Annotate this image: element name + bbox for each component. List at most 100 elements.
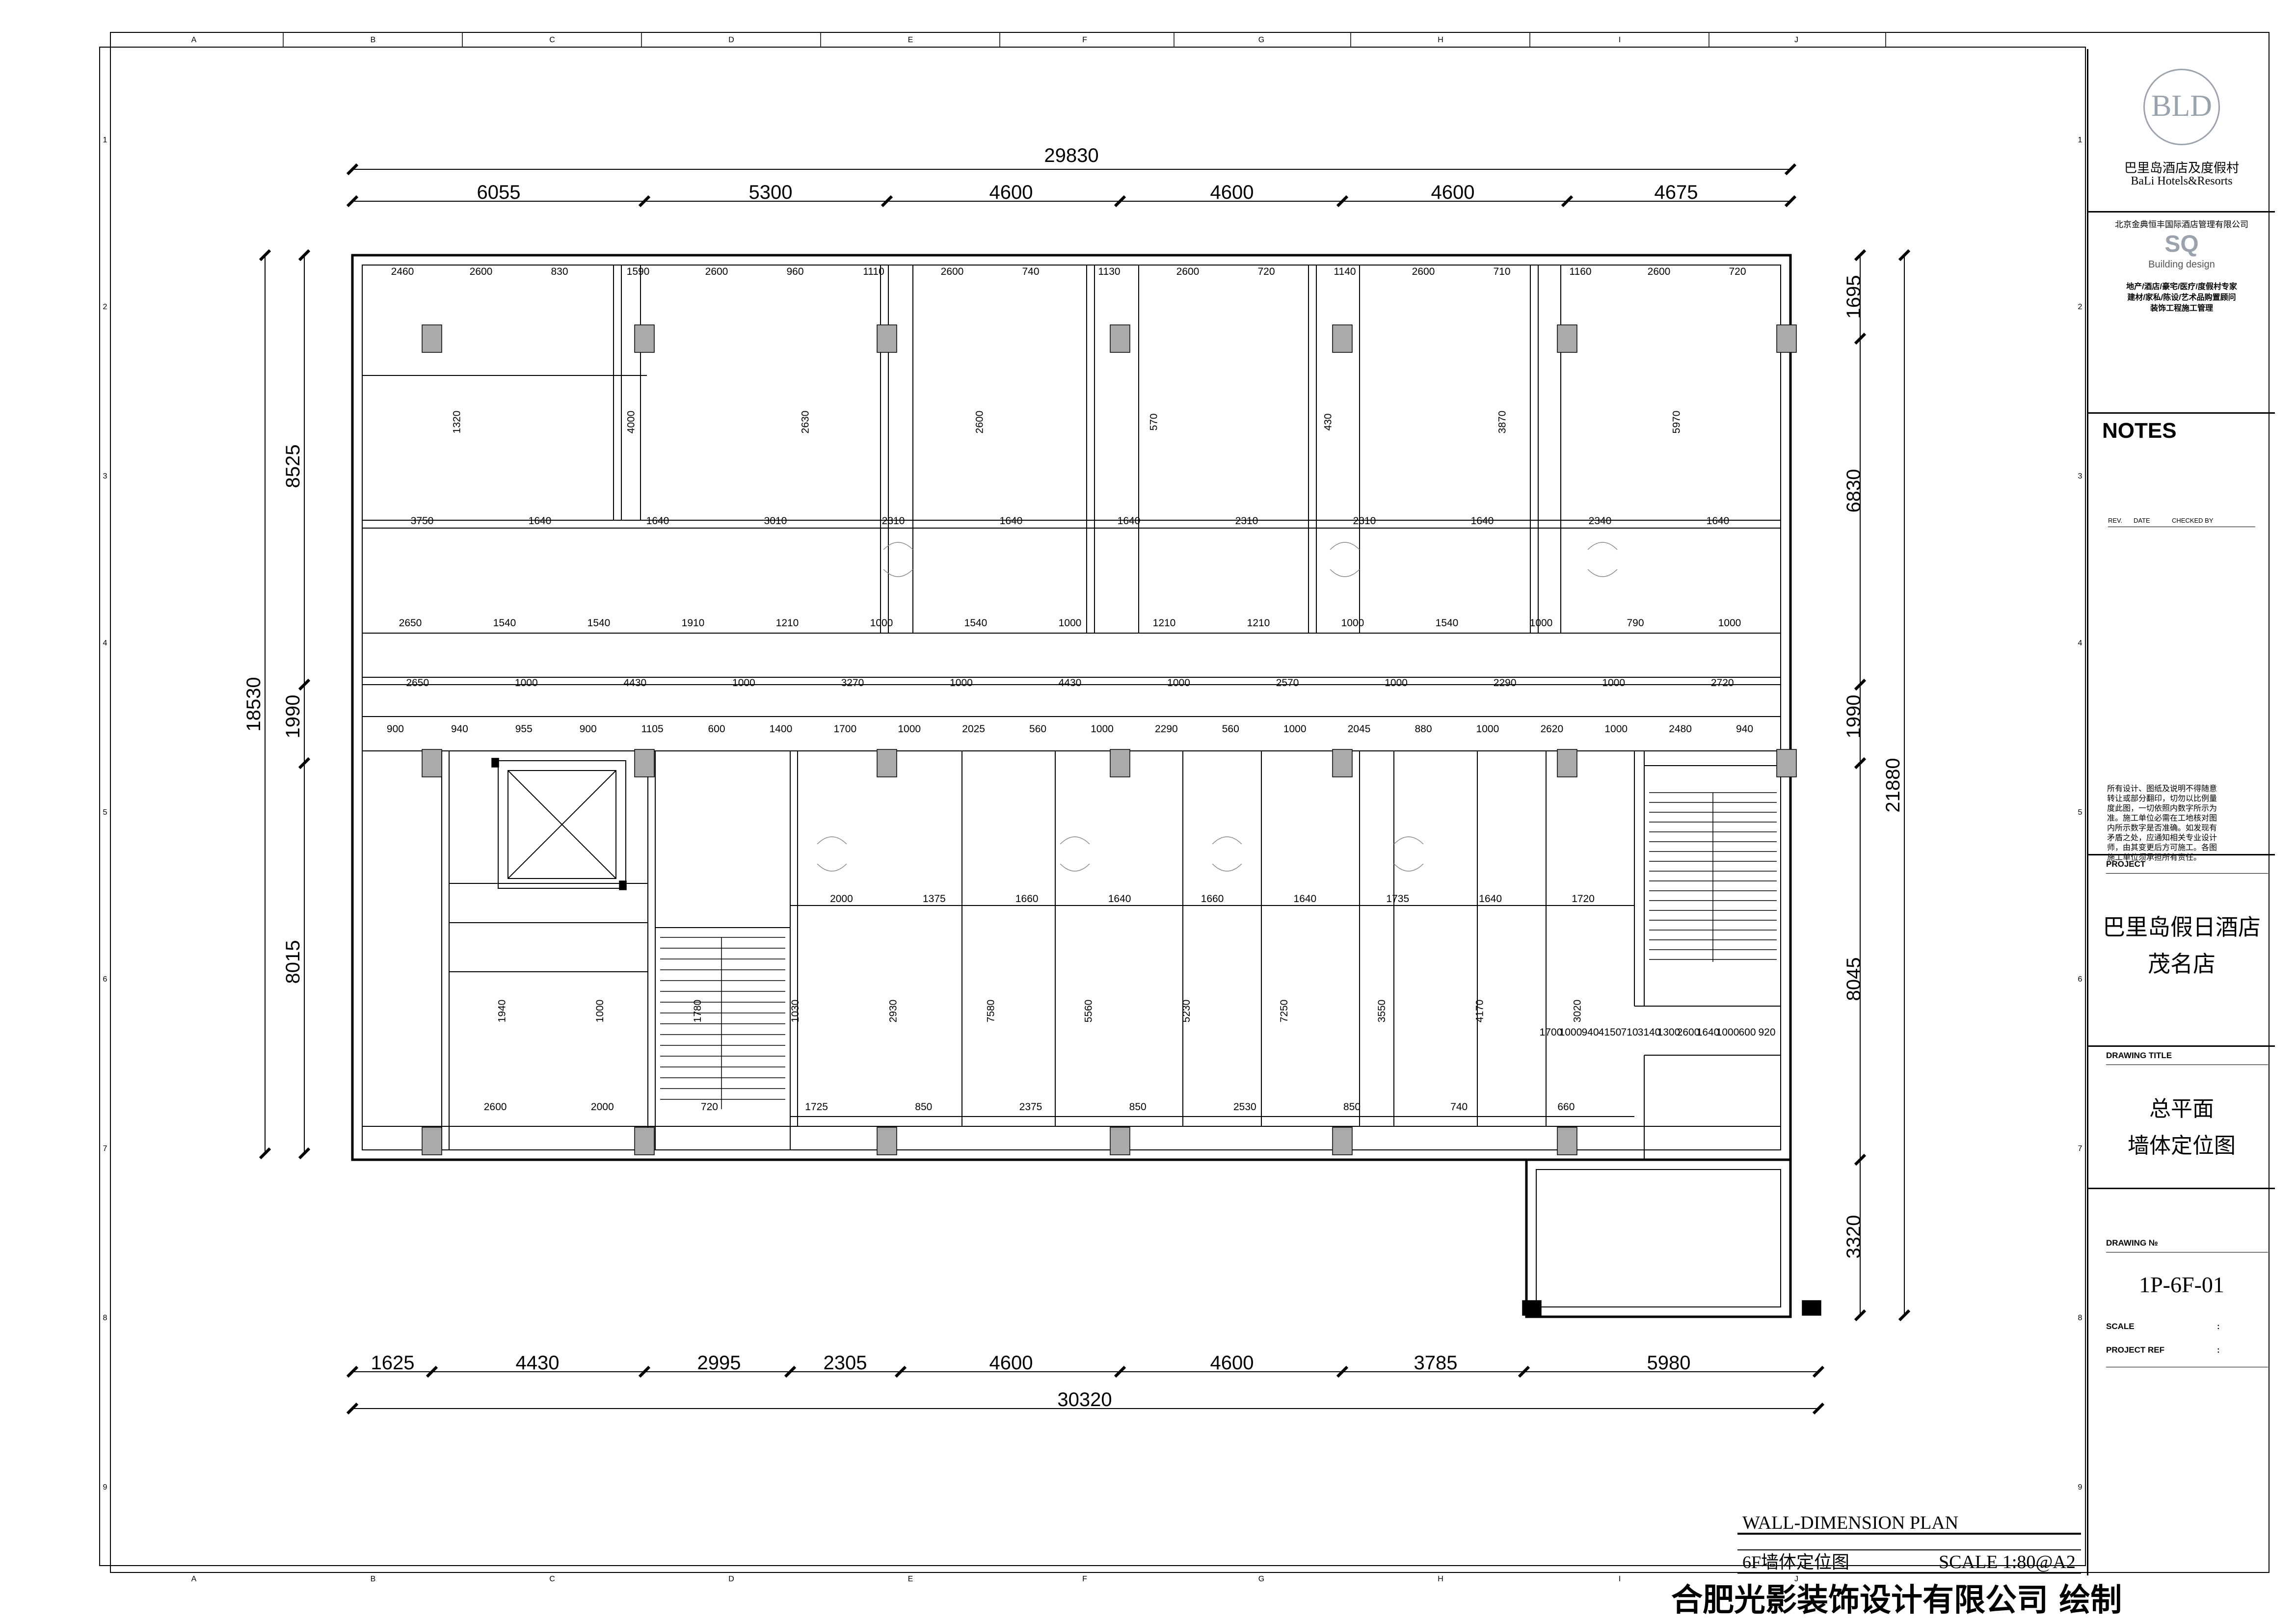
structural-column: [1776, 749, 1797, 777]
drawing-title-line2: 墙体定位图: [2128, 1134, 2236, 1158]
dimension-label: 660: [1557, 1101, 1575, 1113]
dimension-tick: [881, 195, 893, 208]
dimension-label: 1000: [1476, 723, 1499, 735]
right-seg-1: 1695: [1843, 275, 1865, 319]
dimension-label: 1540: [493, 617, 516, 629]
dimension-tick: [894, 1365, 907, 1378]
dimension-label: 1540: [1436, 617, 1459, 629]
dimension-label: 1640: [646, 515, 669, 527]
dimension-label: 1375: [923, 893, 946, 905]
dimension-label: 4000: [626, 411, 637, 434]
structural-column: [877, 749, 897, 777]
drawing-title-section: DRAWING TITLE 总平面 墙体定位图: [2088, 1045, 2275, 1158]
dimension-label: 2045: [1348, 723, 1371, 735]
top-seg-4: 4600: [1210, 182, 1254, 203]
dimension-label: 1640: [1707, 515, 1730, 527]
dimension-label: 1000: [1341, 617, 1364, 629]
structural-column: [1776, 324, 1797, 353]
mgmt-section: 北京金典恒丰国际酒店管理有限公司: [2088, 211, 2275, 229]
bottom-seg-1: 1625: [371, 1352, 415, 1374]
stair-treads: [660, 792, 1777, 1109]
bottom-seg-4: 2305: [824, 1352, 867, 1374]
dimension-label: 850: [1343, 1101, 1361, 1113]
building-outline: [351, 254, 1792, 1318]
grid-row-label: 6: [103, 975, 107, 984]
dimension-tick: [298, 249, 311, 262]
dimension-label: 720: [1729, 266, 1746, 277]
bottom-seg-7: 3785: [1414, 1352, 1458, 1374]
dimension-label: 1640: [1697, 1027, 1720, 1038]
dimension-ticks: [259, 163, 1911, 1415]
door-swing: [1587, 542, 1618, 577]
dimension-label: 850: [915, 1101, 932, 1113]
dimension-label: 1940: [497, 1000, 508, 1023]
dimension-label: 720: [701, 1101, 718, 1113]
grid-column-label: C: [549, 36, 555, 44]
bottom-seg-3: 2995: [697, 1352, 741, 1374]
disclaimer-line: 转让或部分翻印，切勿以比例量: [2107, 795, 2217, 803]
dimension-label: 3010: [764, 515, 787, 527]
dimension-label: 430: [1323, 413, 1334, 430]
dimension-label: 3870: [1497, 411, 1508, 434]
dimension-label: 7250: [1279, 1000, 1290, 1023]
dimension-tick: [638, 195, 651, 208]
dimension-label: 1000: [1718, 617, 1741, 629]
dimension-label: 1000: [1604, 723, 1628, 735]
grid-column-label: D: [728, 36, 734, 44]
disclaimer-line: 所有设计、图纸及说明不得随意: [2107, 785, 2217, 793]
dimension-label: 2480: [1669, 723, 1692, 735]
door-openings: [817, 542, 1618, 872]
structural-column: [422, 749, 442, 777]
bali-logo: BLD: [2088, 69, 2275, 145]
dimension-label: 570: [1148, 413, 1160, 430]
dimension-label: 1720: [1572, 893, 1595, 905]
dimension-label: 2460: [391, 266, 414, 277]
grid-column-label: E: [908, 1575, 913, 1583]
dimension-label: 7580: [985, 1000, 996, 1023]
mgmt-company: 北京金典恒丰国际酒店管理有限公司: [2115, 220, 2248, 229]
structural-column: [422, 1127, 442, 1155]
structural-column: [1110, 1127, 1130, 1155]
grid-column-label: A: [191, 1575, 197, 1583]
grid-row-label: 1: [103, 136, 107, 144]
disclaimer-line: 施工单位须承担所有责任。: [2107, 853, 2202, 862]
grid-column-label: G: [1258, 36, 1264, 44]
dimension-label: 4430: [1059, 677, 1082, 689]
dimension-label: 2600: [484, 1101, 507, 1113]
dimension-label: 600: [708, 723, 725, 735]
dimension-tick: [346, 195, 359, 208]
interior-walls: [362, 265, 1781, 1160]
dimension-label: 1640: [529, 515, 552, 527]
dimension-tick: [259, 1147, 271, 1160]
project-label: PROJECT: [2106, 859, 2146, 869]
dimension-label: 600: [1738, 1027, 1756, 1038]
left-seg-1: 8525: [282, 445, 304, 488]
dimension-label: 900: [387, 723, 404, 735]
scale-colon: :: [2217, 1322, 2220, 1331]
structural-column: [619, 880, 627, 890]
dimension-label: 560: [1029, 723, 1046, 735]
dimension-label: 790: [1627, 617, 1644, 629]
dimension-label: 1735: [1386, 893, 1409, 905]
top-seg-6: 4675: [1655, 182, 1698, 203]
dimension-label: 1660: [1201, 893, 1224, 905]
dimension-label: 1000: [1716, 1027, 1739, 1038]
service-line-3: 装饰工程施工管理: [2150, 304, 2213, 313]
dimension-label: 1210: [1247, 617, 1270, 629]
dimension-label: 710: [1621, 1027, 1638, 1038]
checked-col: CHECKED BY: [2172, 517, 2214, 524]
dimension-label: 1160: [1569, 266, 1591, 277]
left-total-dim: 18530: [243, 677, 265, 731]
dimension-tick: [1898, 249, 1911, 262]
dimension-label: 2290: [1155, 723, 1178, 735]
grid-row-label: 8: [2078, 1314, 2082, 1322]
dimension-label: 2025: [962, 723, 985, 735]
plan-name-en: WALL-DIMENSION PLAN: [1742, 1513, 1958, 1533]
dimension-label: 3550: [1376, 1000, 1388, 1023]
grid-row-label: 1: [2078, 136, 2082, 144]
dimension-tick: [784, 1365, 797, 1378]
dimension-label: 2340: [1589, 515, 1612, 527]
drawing-no-section: DRAWING № 1P-6F-01 SCALE : PROJECT REF :: [2088, 1188, 2275, 1367]
dimension-label: 1110: [863, 266, 884, 277]
